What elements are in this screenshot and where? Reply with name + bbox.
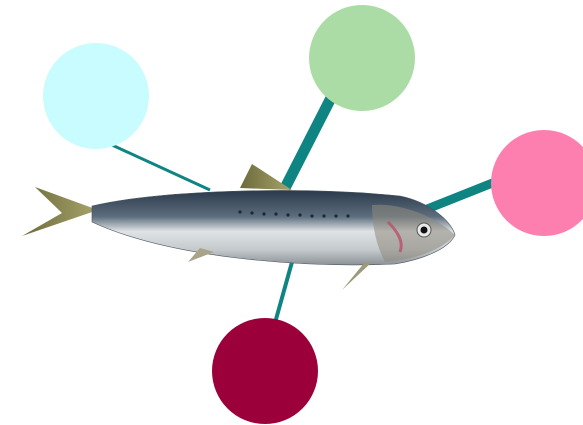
sardine-fish-image <box>22 164 455 290</box>
node-pink <box>491 130 583 236</box>
node-crimson <box>212 318 318 424</box>
connector-light-green <box>285 96 332 188</box>
fish-pectoral-fin <box>342 262 372 290</box>
node-light-green <box>309 5 415 111</box>
connector-light-blue <box>112 145 210 190</box>
node-light-blue <box>43 43 149 149</box>
fish-dorsal-fin <box>240 164 292 190</box>
fish-tail <box>22 187 98 236</box>
fish-head <box>372 205 455 262</box>
